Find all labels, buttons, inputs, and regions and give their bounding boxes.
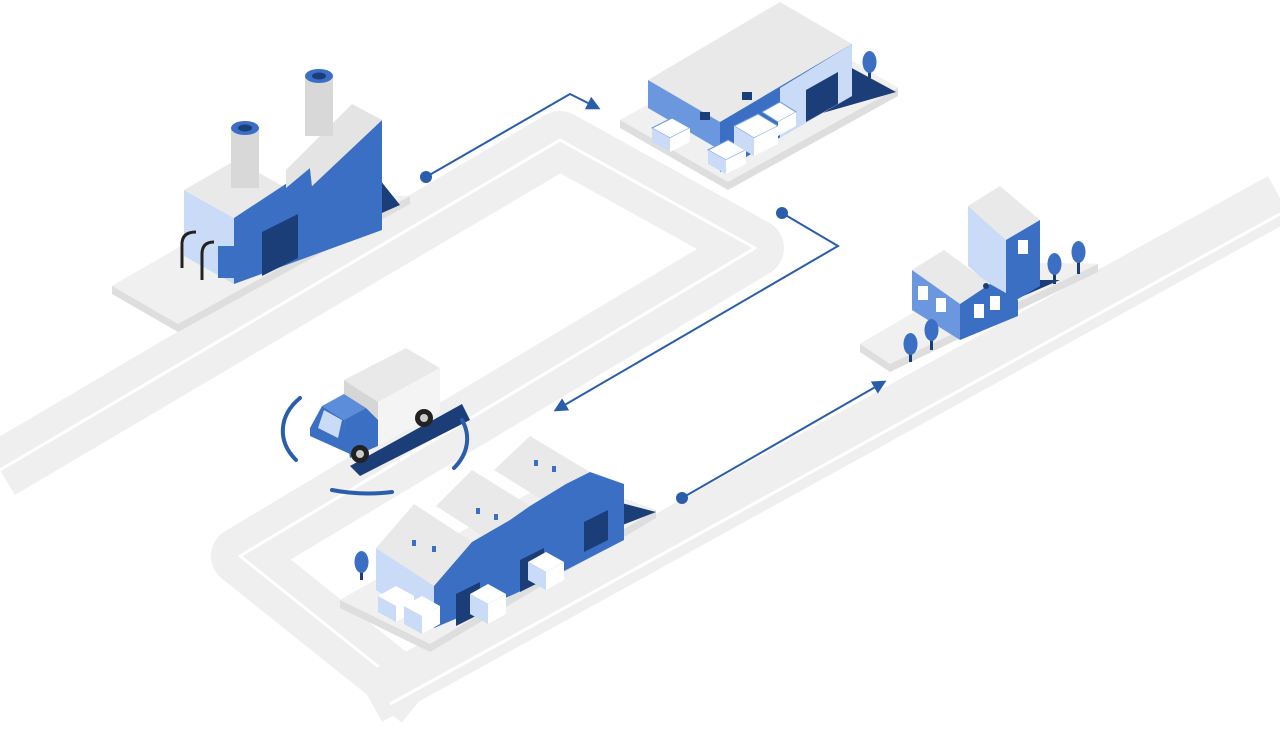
factory-chimney-left: [231, 128, 259, 188]
flow-line: [681, 380, 887, 499]
house-gable: [960, 284, 1018, 340]
highway-road: [357, 176, 1280, 722]
warehouse-icon: [620, 2, 898, 190]
dc-crate-3-side: [470, 594, 488, 624]
factory-side-box: [218, 246, 234, 278]
house-tower-window: [1018, 240, 1028, 254]
dc-vent-1: [412, 540, 416, 546]
distribution-center-icon: [340, 436, 656, 652]
highway-lane-line: [389, 212, 1280, 706]
house-window-4: [990, 296, 1000, 310]
dc-vent-2: [432, 546, 436, 552]
crate-3-front: [754, 126, 778, 156]
warehouse-window-2: [742, 92, 752, 100]
house-tree-2-trunk: [930, 334, 933, 350]
truck-focus-arc-left: [280, 396, 302, 462]
dc-crates: [378, 552, 564, 634]
crate-1-front: [670, 128, 690, 152]
house-tree-1-icon: [903, 333, 918, 355]
truck-wheel-front-hub: [356, 450, 364, 458]
crate-3-side: [734, 126, 754, 156]
factory-chimney-left-hole: [238, 124, 252, 132]
loop-road-lane-line: [0, 138, 757, 702]
dc-dock-door-3: [584, 510, 608, 552]
dc-vent-4: [494, 514, 498, 520]
flow-factory-to-warehouse: [420, 92, 601, 183]
warehouse-roof: [648, 2, 852, 122]
flow-warehouse-to-truck: [553, 207, 840, 412]
dc-vent-6: [552, 466, 556, 472]
truck-focus-arc-right: [452, 418, 470, 470]
truck-windshield: [318, 410, 342, 438]
factory-icon: [112, 69, 410, 332]
house-tower-left: [968, 206, 1006, 300]
road-network: [0, 111, 1280, 723]
house-tree-4-trunk: [1077, 258, 1080, 274]
dc-crate-2-side: [404, 606, 422, 634]
warehouse-tree-icon: [862, 51, 877, 73]
factory-pipe-2: [200, 240, 215, 280]
truck-wheel-rear-hub: [420, 414, 428, 422]
house-tree-4-icon: [1071, 241, 1086, 263]
flow-line: [553, 212, 840, 412]
dc-crate-4-side: [528, 562, 546, 590]
dc-crate-1-side: [378, 596, 396, 622]
dc-roof-1: [376, 504, 472, 586]
crate-4-side: [778, 112, 796, 136]
house-round-window: [983, 283, 989, 289]
factory-chimney-right: [305, 76, 333, 136]
dc-crate-4-front: [546, 562, 564, 590]
factory-roof: [184, 160, 286, 218]
truck-shadow: [350, 404, 470, 476]
factory-door: [262, 214, 298, 276]
truck-cab-front: [344, 408, 378, 458]
warehouse-window-1: [700, 112, 710, 120]
house-window-1: [918, 286, 928, 300]
delivery-truck-icon: [280, 348, 470, 496]
truck-focus-arc-bottom: [330, 488, 394, 496]
crate-2-side: [708, 150, 726, 174]
warehouse-crates: [650, 101, 797, 174]
warehouse-dock-door: [806, 72, 838, 122]
crate-1-side: [652, 128, 670, 152]
house-icon: [860, 186, 1098, 372]
factory-saw-roof: [286, 104, 382, 188]
dc-vent-3: [476, 508, 480, 514]
house-tower-front: [1006, 220, 1040, 306]
house-tree-3-trunk: [1053, 270, 1056, 284]
flow-arrows: [420, 92, 887, 504]
crate-2-front: [726, 150, 746, 174]
flow-dc-to-house: [676, 380, 887, 504]
house-main-roof: [912, 250, 990, 304]
warehouse-left-wall: [648, 80, 720, 150]
house-tower-roof: [968, 186, 1040, 240]
factory-pipe-1: [180, 230, 197, 268]
dc-crate-3-front: [488, 594, 506, 624]
truck-cab-top: [322, 394, 366, 420]
house-tree-2-icon: [924, 319, 939, 341]
flow-line: [425, 92, 601, 178]
dc-tree-icon: [354, 551, 369, 573]
house-tree-3-icon: [1047, 253, 1062, 275]
house-window-2: [936, 298, 946, 312]
truck-cargo-front: [378, 368, 440, 446]
house-window-3: [974, 304, 984, 318]
factory-chimney-right-hole: [312, 72, 326, 80]
truck-cargo-top: [344, 348, 440, 402]
dc-vent-5: [534, 460, 538, 466]
dc-crate-2-front: [422, 606, 440, 634]
